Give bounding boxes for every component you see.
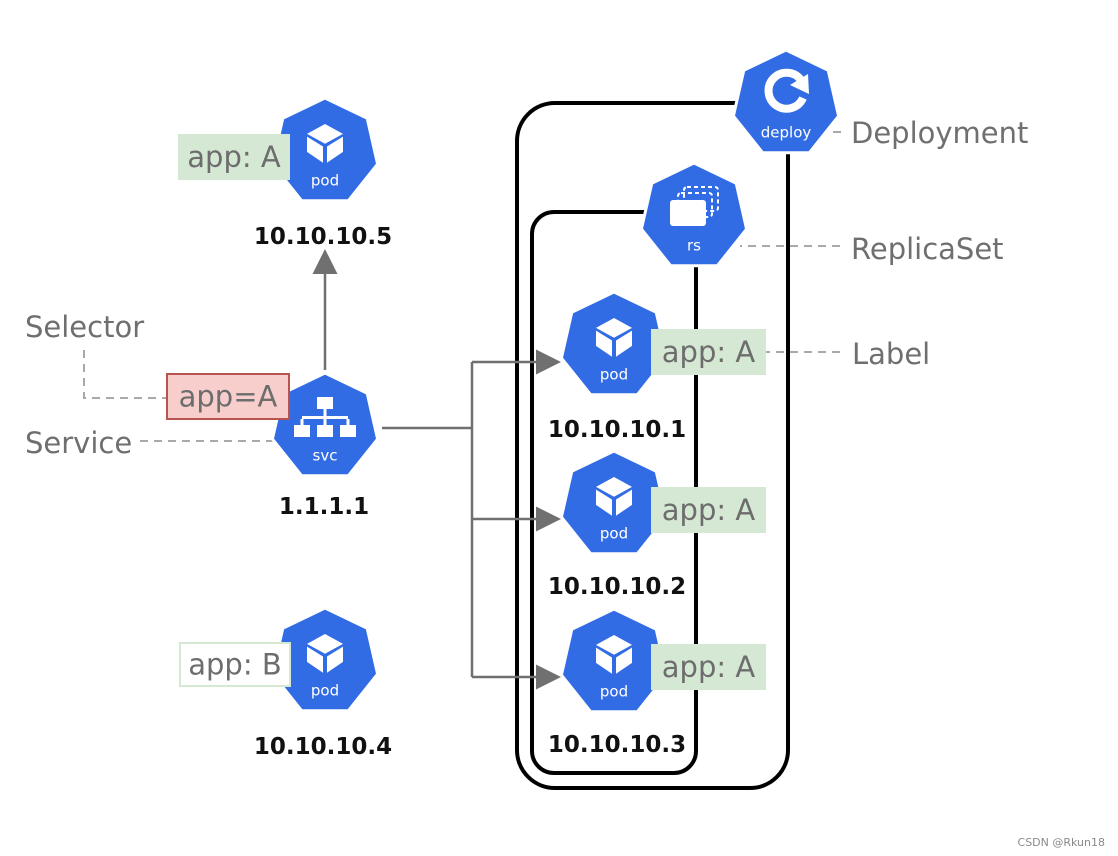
icon-caption: pod (311, 681, 339, 699)
replicaset-node: rs (639, 161, 749, 268)
callout-service: Service (25, 426, 132, 460)
icon-caption: pod (600, 682, 628, 700)
pod-label-tag-text: app: A (662, 650, 756, 684)
pod-ip-text: 10.10.10.5 (254, 224, 392, 250)
k8s-heptagon-badge (270, 606, 380, 713)
pod-node: pod (559, 449, 669, 556)
cube-icon (307, 634, 343, 673)
network-tree-icon (294, 397, 356, 437)
watermark: CSDN @Rkun18 (1018, 836, 1105, 849)
pod-label-tag: app: A (178, 134, 290, 180)
pod-label-tag-text: app: A (662, 493, 756, 527)
icon-caption: pod (311, 171, 339, 189)
replica-stack-icon (670, 186, 719, 226)
cube-icon (596, 477, 632, 516)
pod-label-tag-text: app: B (188, 648, 281, 682)
pod-ip-text: 10.10.10.2 (548, 574, 686, 600)
pod-node: pod (270, 606, 380, 713)
pod-ip-text: 10.10.10.4 (254, 734, 392, 760)
connectors (312, 249, 561, 690)
pod-label-tag: app: B (179, 642, 291, 687)
pod-ip-text: 10.10.10.1 (548, 417, 686, 443)
callout-selector: Selector (25, 310, 144, 344)
icon-caption: pod (600, 524, 628, 542)
pod-label-tag: app: A (651, 487, 766, 533)
pod-label-tag-text: app: A (662, 335, 756, 369)
deployment-boundary (515, 101, 790, 790)
pod-label-tag: app: A (651, 644, 766, 690)
k8s-heptagon-badge (559, 607, 669, 714)
callout-label: Label (852, 337, 930, 371)
pod-ip-text: 10.10.10.3 (548, 732, 686, 758)
service-node: svc (270, 371, 380, 478)
pod-label-tag: app: A (651, 329, 766, 375)
cube-icon (596, 318, 632, 357)
icon-caption: pod (600, 365, 628, 383)
pod-node: pod (559, 607, 669, 714)
icon-caption: deploy (761, 123, 812, 141)
pod-node: pod (270, 96, 380, 203)
pod-label-tag-text: app: A (187, 140, 281, 174)
cube-icon (596, 635, 632, 674)
callout-replicaset: ReplicaSet (851, 232, 1004, 266)
icon-caption: svc (313, 446, 338, 464)
service-ip-text: 1.1.1.1 (279, 494, 369, 520)
pod-node: pod (559, 290, 669, 397)
cube-icon (307, 124, 343, 163)
k8s-heptagon-badge (559, 449, 669, 556)
service-selector-tag: app=A (166, 373, 290, 420)
cycle-icon (764, 68, 809, 113)
k8s-heptagon-badge (270, 96, 380, 203)
icon-caption: rs (687, 236, 701, 254)
service-selector-tag-text: app=A (179, 380, 278, 414)
k8s-heptagon-badge (731, 48, 841, 155)
deploy-node: deploy (731, 48, 841, 155)
k8s-heptagon-badge (559, 290, 669, 397)
callout-deployment: Deployment (851, 116, 1028, 150)
